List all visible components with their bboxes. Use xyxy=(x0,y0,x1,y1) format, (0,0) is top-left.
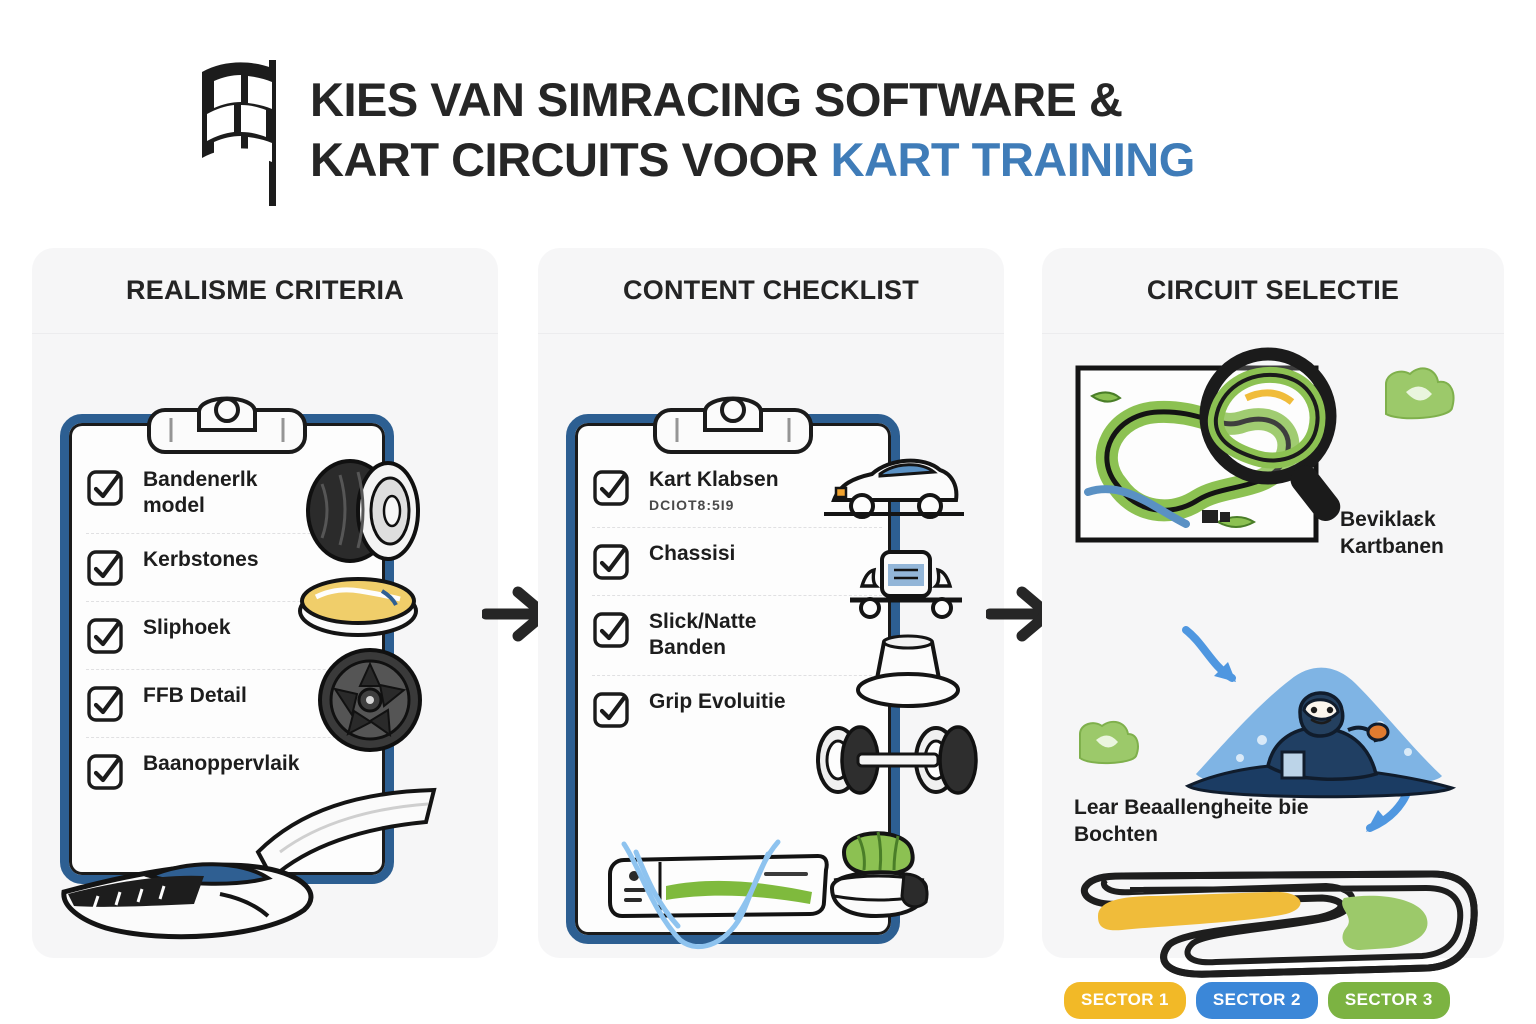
list-item-label: FFB Detail xyxy=(143,684,247,708)
list-item-label: Sliphoek xyxy=(143,616,231,640)
race-car-icon xyxy=(61,862,314,940)
checkbox-checked-icon[interactable] xyxy=(86,469,124,507)
list-item-text-group: Kart Klabsen DCIOT8:5I9 xyxy=(649,467,779,513)
checkbox-checked-icon[interactable] xyxy=(592,691,630,729)
title-text-group: KIES VAN SIMRACING SOFTWARE & KART CIRCU… xyxy=(310,56,1195,190)
list-item-sublabel: DCIOT8:5I9 xyxy=(649,497,735,514)
panel-2-title: CONTENT CHECKLIST xyxy=(623,275,919,305)
magnifier-icon xyxy=(1199,347,1341,522)
panel-2-body: Kart Klabsen DCIOT8:5I9 Chassisi xyxy=(538,334,1004,958)
list-item[interactable]: Slick/Natte Banden xyxy=(592,596,882,677)
page-title: KIES VAN SIMRACING SOFTWARE & KART CIRCU… xyxy=(196,56,1195,208)
clipboard-clip-icon xyxy=(147,396,307,454)
kart-icon xyxy=(850,550,962,619)
list-item[interactable]: Kart Klabsen DCIOT8:5I9 xyxy=(592,454,882,529)
list-item-label: Bandenerlk model xyxy=(143,468,258,518)
checkbox-checked-icon[interactable] xyxy=(86,549,124,587)
panel-realisme-criteria: REALISME CRITERIA Band xyxy=(32,248,498,958)
list-item[interactable]: FFB Detail xyxy=(86,670,376,739)
rain-tire-icon xyxy=(306,459,420,563)
panel-3-header: CIRCUIT SELECTIE xyxy=(1042,248,1504,334)
list-item[interactable]: Baanoppervlaik xyxy=(86,738,376,805)
checkered-flag-icon xyxy=(202,60,276,206)
curved-arrow-icon xyxy=(1182,626,1236,682)
list-item-label: Grip Evoluitie xyxy=(649,690,786,714)
sector-badge-1[interactable]: SECTOR 1 xyxy=(1064,982,1186,1019)
axle-tires-icon xyxy=(816,725,978,795)
title-line-2-plain: KART CIRCUITS VOOR xyxy=(310,133,831,187)
panel-content-checklist: CONTENT CHECKLIST xyxy=(538,248,1004,958)
list-item-label: Kerbstones xyxy=(143,548,259,572)
checkbox-checked-icon[interactable] xyxy=(86,753,124,791)
yellow-kerb-icon xyxy=(298,577,418,637)
list-item[interactable]: Bandenerlk model xyxy=(86,454,376,535)
sector-badge-2[interactable]: SECTOR 2 xyxy=(1195,982,1318,1019)
sector-badge-3[interactable]: SECTOR 3 xyxy=(1327,982,1450,1019)
list-item[interactable]: Chassisi xyxy=(592,528,882,597)
clipboard-content: Kart Klabsen DCIOT8:5I9 Chassisi xyxy=(566,384,900,944)
alloy-wheel-icon xyxy=(318,648,422,752)
panel-3-body: Beviklaɛk Kartbanen Lear Beaallengheite … xyxy=(1042,334,1504,1019)
helmet-icon xyxy=(829,831,929,919)
track-layout-icon xyxy=(1081,870,1478,978)
checkbox-checked-icon[interactable] xyxy=(592,543,630,581)
checkbox-checked-icon[interactable] xyxy=(86,617,124,655)
label-find-kart-tracks: Beviklaɛk Kartbanen xyxy=(1340,508,1444,559)
title-line-1: KIES VAN SIMRACING SOFTWARE & xyxy=(310,73,1123,126)
panel-2-header: CONTENT CHECKLIST xyxy=(538,248,1004,334)
panel-1-body: Bandenerlk model Kerbstones xyxy=(32,334,498,958)
track-surface-icon xyxy=(255,787,437,882)
panel-1-header: REALISME CRITERIA xyxy=(32,248,498,334)
list-item[interactable]: Grip Evoluitie xyxy=(592,676,882,743)
wet-tire-icon xyxy=(856,634,960,708)
title-line-2: KART CIRCUITS VOOR KART TRAINING xyxy=(310,130,1195,190)
checklist-realisme: Bandenerlk model Kerbstones xyxy=(86,454,376,805)
bush-icon xyxy=(1385,367,1455,420)
list-item-label: Kart Klabsen xyxy=(649,468,779,491)
water-spray-icon xyxy=(621,839,781,950)
panel-1-title: REALISME CRITERIA xyxy=(126,275,404,305)
bush-icon xyxy=(1079,720,1139,764)
label-learn-corners: Lear Beaallengheite bie Bochten xyxy=(1074,796,1309,847)
checkbox-checked-icon[interactable] xyxy=(86,685,124,723)
panel-circuit-selectie: CIRCUIT SELECTIE xyxy=(1042,248,1504,1019)
car-icon xyxy=(824,458,964,519)
list-item[interactable]: Sliphoek xyxy=(86,602,376,671)
kart-driver-icon xyxy=(1184,667,1457,799)
sector-legend: SECTOR 1 SECTOR 2 SECTOR 3 xyxy=(1064,982,1450,1019)
checkbox-checked-icon[interactable] xyxy=(592,611,630,649)
panel-3-title: CIRCUIT SELECTIE xyxy=(1146,275,1400,305)
checklist-content: Kart Klabsen DCIOT8:5I9 Chassisi xyxy=(592,454,882,743)
list-item[interactable]: Kerbstones xyxy=(86,534,376,603)
title-accent: KART TRAINING xyxy=(830,133,1196,187)
list-item-label: Baanoppervlaik xyxy=(143,752,300,776)
checkbox-checked-icon[interactable] xyxy=(592,469,630,507)
list-item-label: Chassisi xyxy=(649,542,736,566)
list-item-label: Slick/Natte Banden xyxy=(649,610,757,660)
clipboard-clip-icon xyxy=(653,396,813,454)
